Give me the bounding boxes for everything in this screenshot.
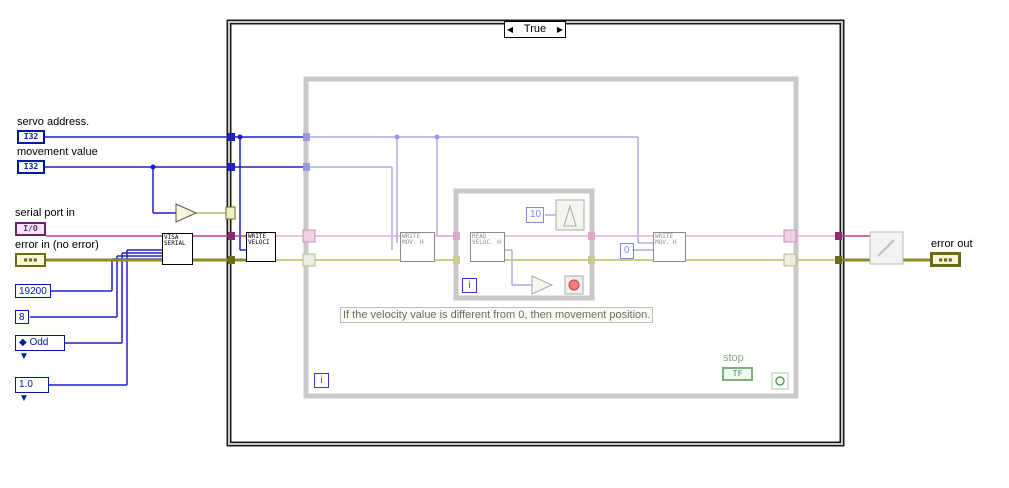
visa-configure-serial-subvi[interactable]: VISA SERIAL (162, 233, 193, 265)
write-mov-1-text: WRITE MOV. H (402, 233, 424, 246)
stop-bits-value: 1.0 (19, 379, 33, 390)
baud-rate-constant[interactable]: 19200 (15, 284, 51, 298)
case-next-arrow[interactable]: ▶ (556, 25, 564, 34)
dim-i32-wires (306, 136, 653, 286)
servo-address-terminal[interactable]: I32 (17, 130, 45, 144)
stop-terminal[interactable]: TF (722, 367, 753, 381)
error-in-terminal[interactable]: ▪▪▪ (15, 253, 46, 267)
write-mov-2-text: WRITE MOV. H (655, 233, 677, 246)
parity-value: Odd (29, 337, 49, 348)
tunnels (228, 133, 842, 267)
inner-loop-iteration-terminal: i (462, 278, 477, 293)
stop-bits-ring-constant[interactable]: 1.0 ▼ (15, 377, 49, 404)
error-out-terminal[interactable]: ▪▪▪ (930, 252, 961, 267)
chevron-down-icon: ▼ (19, 393, 29, 404)
write-velocity-text: WRITE VELOCI (248, 233, 270, 246)
data-bits-constant[interactable]: 8 (15, 310, 29, 324)
error-out-label: error out (931, 238, 973, 250)
outer-loop-iteration-terminal: i (314, 373, 329, 388)
serial-port-in-label: serial port in (15, 207, 75, 219)
wait-ms-icon (555, 199, 585, 231)
chevron-down-icon: ▼ (19, 351, 29, 362)
inner-while-loop (453, 188, 595, 301)
case-prev-arrow[interactable]: ◀ (506, 25, 514, 34)
case-selector-value: True (523, 23, 547, 35)
movement-value-terminal[interactable]: I32 (17, 160, 45, 174)
read-veloc-text: READ VELOC. H (472, 233, 501, 246)
dim-error-wires (196, 212, 838, 261)
parity-ring-constant[interactable]: ◆ Odd ▼ (15, 335, 65, 362)
error-in-label: error in (no error) (15, 239, 99, 251)
diagram-comment: If the velocity value is different from … (340, 307, 654, 323)
ring-arrows-icon: ◆ (19, 337, 30, 348)
case-selector-terminal (225, 206, 236, 220)
write-velocity-subvi[interactable]: WRITE VELOCI (246, 232, 276, 262)
inner-not-equal-zero (531, 275, 554, 295)
not-equal-zero-primitive (175, 203, 198, 223)
write-mov-subvi-1[interactable]: WRITE MOV. H (400, 232, 435, 262)
visa-serial-text: VISA SERIAL (164, 234, 186, 247)
initial-velocity-constant[interactable]: 0 (620, 243, 634, 259)
write-mov-subvi-2[interactable]: WRITE MOV. H (653, 232, 686, 262)
serial-port-in-terminal[interactable]: I/O (15, 222, 46, 236)
servo-address-label: servo address. (17, 116, 90, 128)
case-selector[interactable]: ◀ True ▶ (504, 21, 566, 38)
wait-ms-constant[interactable]: 10 (526, 207, 544, 223)
read-veloc-subvi[interactable]: READ VELOC. H (470, 232, 505, 262)
outer-while-loop (303, 76, 799, 399)
stop-label: stop (723, 352, 744, 364)
movement-value-label: movement value (17, 146, 98, 158)
loop-condition-terminal (771, 372, 789, 390)
